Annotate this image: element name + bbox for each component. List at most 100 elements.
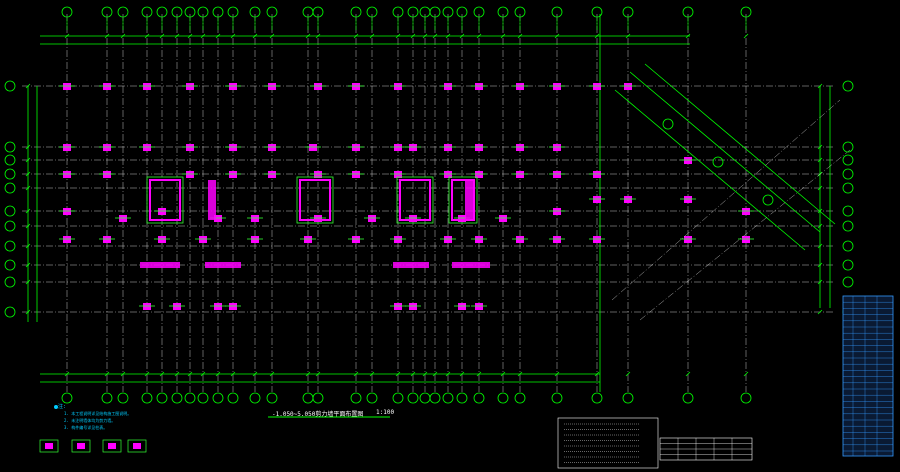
axis-bubble bbox=[212, 392, 224, 404]
dimension-tick bbox=[25, 185, 31, 191]
general-notes-frame bbox=[557, 417, 659, 469]
axis-bubble bbox=[312, 6, 324, 18]
axis-bubble bbox=[591, 392, 603, 404]
wall-column bbox=[742, 208, 750, 215]
wall-column bbox=[214, 303, 222, 310]
wall-column bbox=[516, 171, 524, 178]
axis-bubble bbox=[350, 6, 362, 18]
axis-bubble bbox=[419, 392, 431, 404]
dimension-tick bbox=[25, 144, 31, 150]
detail-sketch-column bbox=[45, 443, 53, 449]
wall-column bbox=[119, 215, 127, 222]
wall-column bbox=[186, 83, 194, 90]
shear-wall-core bbox=[149, 179, 181, 221]
wall-column bbox=[553, 208, 561, 215]
dimension-tick bbox=[817, 83, 823, 89]
axis-bubbles bbox=[4, 6, 854, 404]
wall-column bbox=[593, 236, 601, 243]
dimension-tick bbox=[25, 208, 31, 214]
axis-bubble bbox=[551, 392, 563, 404]
axis-bubble bbox=[842, 80, 854, 92]
axis-bubble bbox=[473, 392, 485, 404]
dimension-tick bbox=[432, 371, 438, 377]
dimension-tick bbox=[422, 33, 428, 39]
wall-column bbox=[251, 236, 259, 243]
wall-column bbox=[593, 196, 601, 203]
axis-bubble bbox=[4, 220, 16, 232]
wall-column bbox=[314, 171, 322, 178]
wall-column bbox=[158, 208, 166, 215]
axis-bubble bbox=[266, 392, 278, 404]
dimension-tick bbox=[685, 371, 691, 377]
note-marker bbox=[54, 405, 58, 409]
dimension-tick bbox=[594, 371, 600, 377]
dimension-tick bbox=[159, 33, 165, 39]
dimension-lines bbox=[25, 14, 831, 392]
dimension-tick bbox=[445, 33, 451, 39]
wall-column bbox=[186, 144, 194, 151]
wall-column bbox=[268, 144, 276, 151]
dimension-tick bbox=[25, 171, 31, 177]
wall-column bbox=[409, 303, 417, 310]
axis-bubble bbox=[4, 306, 16, 318]
wall-column bbox=[593, 83, 601, 90]
drawing-scale: 1:100 bbox=[376, 409, 395, 416]
dimension-tick bbox=[817, 279, 823, 285]
wall-column bbox=[214, 215, 222, 222]
axis-bubble bbox=[266, 6, 278, 18]
dimension-tick bbox=[187, 371, 193, 377]
axis-bubble bbox=[842, 240, 854, 252]
wall-column bbox=[516, 236, 524, 243]
shear-wall-segment bbox=[208, 180, 216, 220]
wall-column bbox=[199, 236, 207, 243]
axis-bubble bbox=[4, 240, 16, 252]
dimension-tick bbox=[395, 371, 401, 377]
axis-bubble bbox=[514, 6, 526, 18]
axis-bubble bbox=[141, 392, 153, 404]
shear-wall-segment bbox=[393, 262, 429, 268]
axis-bubble bbox=[591, 6, 603, 18]
axis-bubble bbox=[842, 141, 854, 153]
dimension-tick bbox=[500, 371, 506, 377]
axis-bubble bbox=[456, 6, 468, 18]
axis-bubble bbox=[212, 6, 224, 18]
wall-column bbox=[309, 144, 317, 151]
axis-bubble bbox=[117, 392, 129, 404]
wall-column bbox=[444, 171, 452, 178]
dimension-tick bbox=[305, 371, 311, 377]
axis-bubble bbox=[762, 194, 774, 206]
detail-sketch bbox=[102, 439, 122, 453]
dimension-tick bbox=[215, 33, 221, 39]
note-line: 1. 本工程说明详见结构施工图说明。 bbox=[64, 411, 132, 416]
axis-bubble bbox=[4, 141, 16, 153]
shear-wall-segment bbox=[140, 262, 180, 268]
dimension-tick bbox=[554, 371, 560, 377]
wall-column bbox=[624, 83, 632, 90]
axis-bubble bbox=[350, 392, 362, 404]
axis-bubble bbox=[4, 168, 16, 180]
axis-bubble bbox=[551, 6, 563, 18]
dimension-tick bbox=[252, 371, 258, 377]
dimension-tick bbox=[144, 371, 150, 377]
wall-column bbox=[553, 236, 561, 243]
wall-columns bbox=[59, 83, 754, 310]
wall-column bbox=[394, 171, 402, 178]
dimension-tick bbox=[476, 33, 482, 39]
schedule-frame bbox=[842, 295, 894, 457]
axis-bubble bbox=[682, 392, 694, 404]
wall-column bbox=[409, 144, 417, 151]
wall-column bbox=[352, 236, 360, 243]
dimension-tick bbox=[395, 33, 401, 39]
dimension-tick bbox=[369, 33, 375, 39]
wall-column bbox=[314, 83, 322, 90]
dimension-tick bbox=[554, 33, 560, 39]
wall-column bbox=[475, 83, 483, 90]
dimension-tick bbox=[315, 33, 321, 39]
core-outline bbox=[396, 176, 434, 224]
axis-bubble bbox=[197, 392, 209, 404]
axis-bubble bbox=[842, 154, 854, 166]
wall-column bbox=[499, 215, 507, 222]
axis-bubble bbox=[61, 392, 73, 404]
axis-bubble bbox=[156, 392, 168, 404]
axis-bubble bbox=[156, 6, 168, 18]
